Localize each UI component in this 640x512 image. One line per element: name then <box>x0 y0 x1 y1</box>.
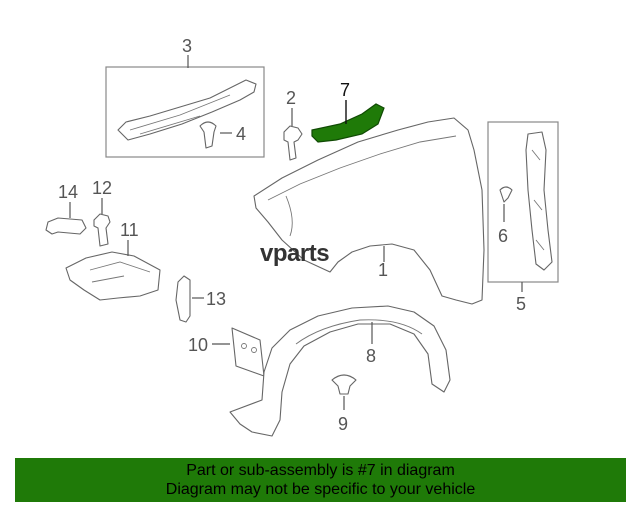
info-banner: Part or sub-assembly is #7 in diagram Di… <box>15 458 626 502</box>
part-12-bolt <box>93 213 111 247</box>
callout-2: 2 <box>286 88 296 108</box>
part-5-pillar-bracket <box>525 131 553 271</box>
part-3-group-box <box>105 66 265 158</box>
callout-11: 11 <box>120 220 139 240</box>
part-14-retainer <box>45 217 87 235</box>
part-8-wheel-liner <box>229 305 451 437</box>
part-11-plate <box>65 251 161 301</box>
callout-4: 4 <box>236 124 246 144</box>
part-10-mudflap <box>231 327 265 377</box>
banner-line-2: Diagram may not be specific to your vehi… <box>165 481 476 498</box>
callout-12: 12 <box>92 178 112 198</box>
callout-7: 7 <box>340 80 350 100</box>
vparts-watermark: vparts <box>260 240 330 268</box>
callout-14: 14 <box>58 182 78 202</box>
callout-13: 13 <box>206 289 226 309</box>
banner-line-1: Part or sub-assembly is #7 in diagram <box>186 462 455 479</box>
callout-6: 6 <box>498 226 508 246</box>
callout-3: 3 <box>182 36 192 56</box>
callout-1: 1 <box>378 260 388 280</box>
callout-5: 5 <box>516 294 526 314</box>
part-2-bolt <box>283 125 303 161</box>
callout-8: 8 <box>366 346 376 366</box>
part-9-clip <box>331 374 357 395</box>
callout-10: 10 <box>188 335 208 355</box>
part-5-group-box <box>487 121 559 283</box>
part-1-fender <box>253 117 485 305</box>
part-6-clip <box>499 186 513 203</box>
watermark-text: vparts <box>260 240 330 267</box>
part-13-moulding <box>175 275 191 323</box>
part-3-rail <box>117 79 257 141</box>
callout-9: 9 <box>338 414 348 434</box>
part-4-clip <box>199 121 217 149</box>
part-7-bracket <box>311 103 385 143</box>
